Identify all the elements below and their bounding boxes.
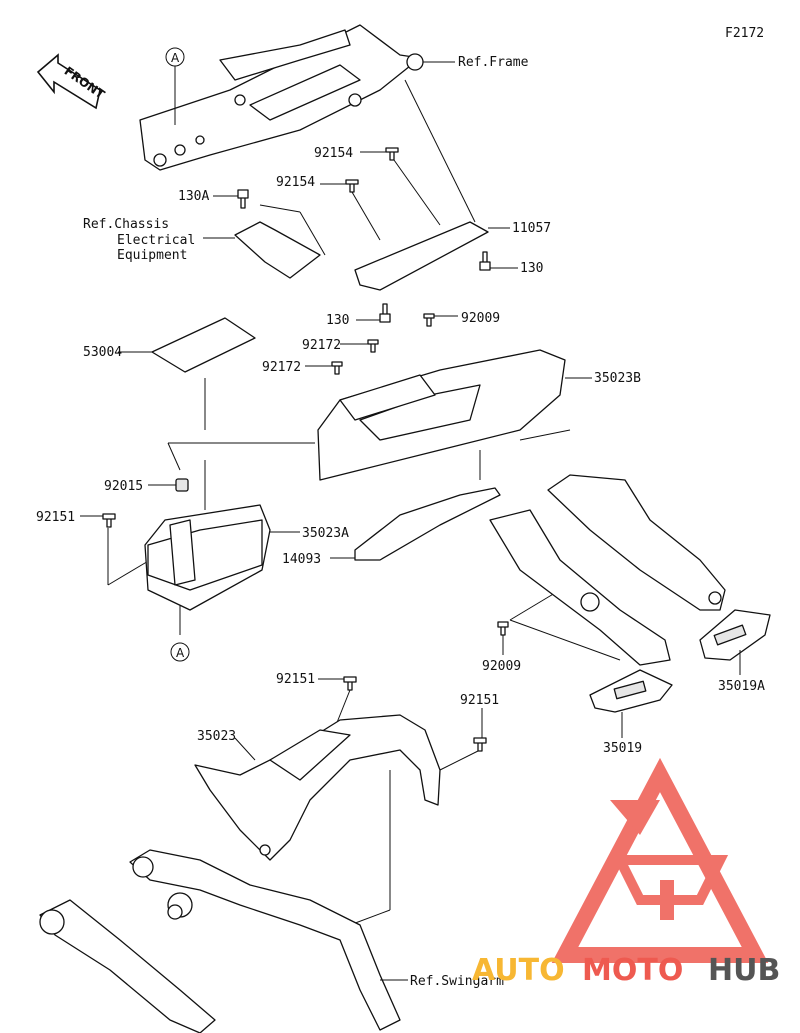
label-92151-left: 92151 xyxy=(36,510,75,525)
label-130-right: 130 xyxy=(520,261,543,276)
svg-text:A: A xyxy=(171,51,180,65)
rear-frame xyxy=(139,24,455,171)
label-92172-b: 92172 xyxy=(262,360,301,375)
ref-frame-label: Ref.Frame xyxy=(458,55,529,70)
bolt-130-left xyxy=(356,303,391,323)
bolt-92009-bottom xyxy=(497,621,509,655)
rear-fender-bracket xyxy=(489,474,726,666)
bolt-92154-top xyxy=(360,147,441,226)
label-35023: 35023 xyxy=(197,729,236,744)
callout-a-bottom: A xyxy=(170,642,190,662)
bolt-92151-mid xyxy=(318,676,357,741)
label-35023A: 35023A xyxy=(302,526,349,541)
label-53004: 53004 xyxy=(83,345,122,360)
watermark-auto: AUTO xyxy=(472,953,565,988)
screw-92172-a xyxy=(340,339,379,353)
label-92009-top: 92009 xyxy=(461,311,500,326)
label-92151-mid: 92151 xyxy=(276,672,315,687)
reflector-35019A xyxy=(699,609,771,675)
bolt-92154-mid xyxy=(320,179,381,241)
ref-chassis-label-3: Equipment xyxy=(117,248,187,263)
ref-swingarm-label: Ref.Swingarm xyxy=(410,974,504,989)
svg-text:A: A xyxy=(176,646,185,660)
ref-chassis-label-2: Electrical xyxy=(117,233,195,248)
label-35019: 35019 xyxy=(603,741,642,756)
front-arrow: FRONT xyxy=(36,53,108,110)
label-92015: 92015 xyxy=(104,479,143,494)
rear-fender-35023 xyxy=(194,714,441,861)
label-14093: 14093 xyxy=(282,552,321,567)
screw-92172-b xyxy=(305,361,343,375)
battery-box-35023A xyxy=(144,504,300,611)
label-92172-a: 92172 xyxy=(302,338,341,353)
label-130A: 130A xyxy=(178,189,209,204)
pad-53004 xyxy=(118,317,256,373)
ref-chassis-label-1: Ref.Chassis xyxy=(83,217,169,232)
watermark-logo xyxy=(551,757,769,963)
bolt-92151-left xyxy=(80,513,116,528)
callout-a-top: A xyxy=(165,47,185,125)
assembly-lines xyxy=(107,378,621,926)
label-130-left: 130 xyxy=(326,313,349,328)
watermark-moto: MOTO xyxy=(582,953,683,988)
label-35019A: 35019A xyxy=(718,679,765,694)
cover-14093 xyxy=(330,487,501,561)
bolt-92009-top xyxy=(423,313,458,327)
tray-35023B xyxy=(317,349,592,481)
label-35023B: 35023B xyxy=(594,371,641,386)
grommet-92015 xyxy=(148,478,189,492)
bracket-11057 xyxy=(354,79,510,291)
label-92151-right: 92151 xyxy=(460,693,499,708)
label-92009-bottom: 92009 xyxy=(482,659,521,674)
bolt-130-right xyxy=(479,251,518,271)
chassis-bracket xyxy=(203,204,326,279)
label-11057: 11057 xyxy=(512,221,551,236)
watermark-hub: HUB xyxy=(708,953,780,988)
label-92154-top: 92154 xyxy=(314,146,353,161)
label-92154-mid: 92154 xyxy=(276,175,315,190)
swingarm xyxy=(39,849,408,1033)
bolt-130A xyxy=(213,189,249,209)
diagram-code: F2172 xyxy=(725,26,764,41)
reflector-35019 xyxy=(589,669,673,738)
bolt-92151-right xyxy=(473,708,487,752)
watermark-text: AUTO MOTO HUB xyxy=(472,953,780,988)
